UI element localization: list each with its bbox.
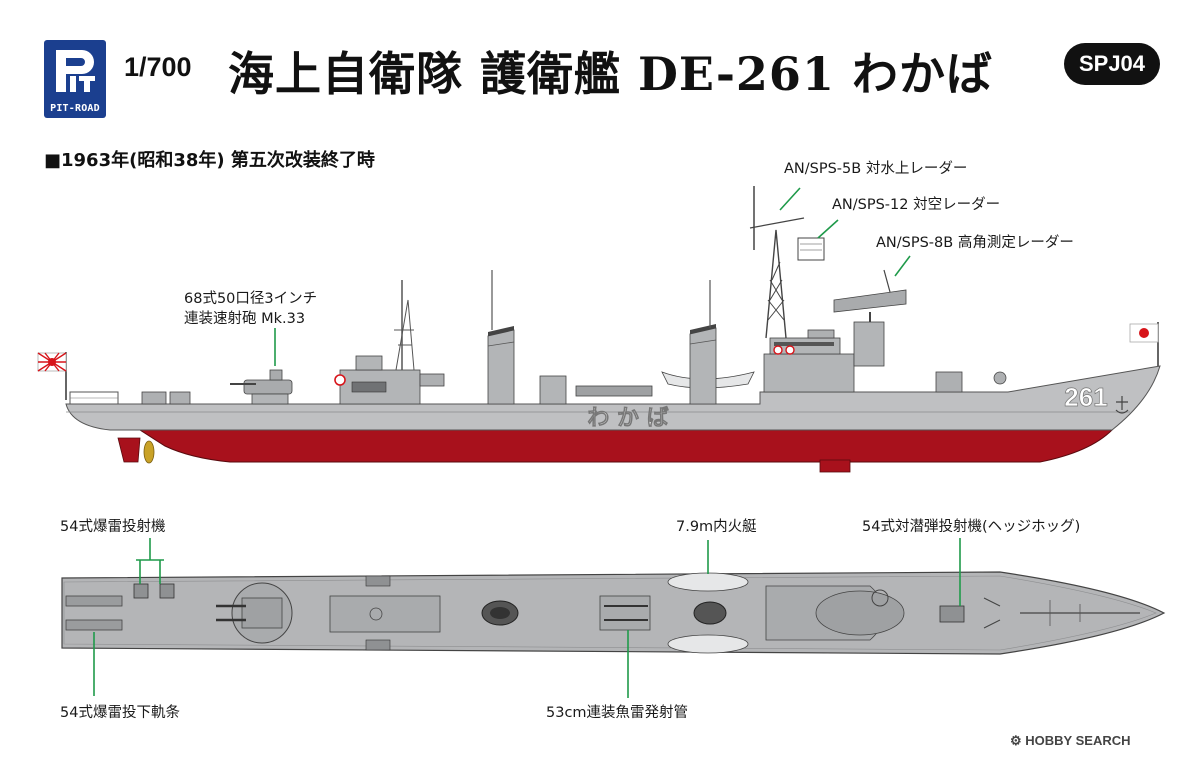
fwd-funnel xyxy=(689,280,717,405)
label-hedgehog: 54式対潜弾投射機(ヘッジホッグ) xyxy=(862,519,1081,535)
label-torpedo-tubes: 53cm連装魚雷発射管 xyxy=(546,705,689,721)
motor-boat-port xyxy=(667,572,749,592)
logo-text: PIT-ROAD xyxy=(50,103,100,114)
hobby-search-icon: ⚙ xyxy=(1010,733,1026,748)
hull-gray-part xyxy=(65,365,1161,431)
label-pointers xyxy=(93,187,961,698)
hedgehog-side xyxy=(935,371,963,393)
aft-funnel-top xyxy=(481,600,519,626)
anchor-icon xyxy=(1115,396,1129,414)
motor-boat-starboard xyxy=(667,634,749,654)
sps12-pointer xyxy=(817,219,839,239)
rudder xyxy=(117,437,141,463)
depth-charge-rails xyxy=(65,595,123,631)
configuration-subtitle: ■1963年(昭和38年) 第五次改装終了時 xyxy=(44,150,375,171)
fwd-lattice-mast xyxy=(749,186,825,339)
hobby-search-watermark: ⚙ HOBBY SEARCH xyxy=(1010,733,1131,748)
hull-red-part xyxy=(138,429,1114,463)
sps8b-pointer xyxy=(894,255,911,277)
sonar-dome xyxy=(819,459,851,473)
pit-road-logo-icon xyxy=(56,50,95,92)
ship-name-marking: わ か ば xyxy=(587,406,668,431)
sps-12-antenna xyxy=(797,237,825,261)
bow-jack xyxy=(1129,322,1159,368)
sps5b-pointer xyxy=(779,187,801,211)
label-gun-line2: 連装速射砲 Mk.33 xyxy=(184,311,306,327)
side-view xyxy=(37,186,1161,473)
page-title: 海上自衛隊 護衛艦 DE-261 わかば xyxy=(228,47,993,101)
bridge xyxy=(763,329,855,393)
label-depth-charge-rail: 54式爆雷投下軌条 xyxy=(60,705,180,721)
aft-3-inch-gun xyxy=(230,369,293,405)
hull-number: 261 xyxy=(1064,382,1107,412)
hedgehog-top xyxy=(939,605,965,623)
propeller xyxy=(143,440,155,464)
fwd-funnel-top xyxy=(693,601,727,625)
label-depth-charge-thrower: 54式爆雷投射機 xyxy=(60,519,166,535)
top-view xyxy=(61,571,1166,655)
label-sps-5b: AN/SPS-5B 対水上レーダー xyxy=(784,161,968,177)
bridge-top xyxy=(765,585,905,641)
label-motor-boat: 7.9m内火艇 xyxy=(676,519,757,535)
torpedo-tubes-top xyxy=(599,595,651,631)
aft-funnel xyxy=(487,270,515,405)
pit-road-logo: PIT-ROAD xyxy=(44,40,106,118)
label-gun-line1: 68式50口径3インチ xyxy=(184,291,318,307)
depth-charge-thrower-left xyxy=(133,583,149,599)
aft-gun-top xyxy=(216,582,293,644)
torpedo-tubes-side xyxy=(575,385,653,397)
thrower-pointer xyxy=(136,538,164,584)
depth-charge-thrower-right xyxy=(159,583,175,599)
sps-8b-radar xyxy=(833,269,907,367)
scale-label: 1/700 xyxy=(124,52,192,82)
label-sps-8b: AN/SPS-8B 高角測定レーダー xyxy=(876,235,1074,251)
stern-ensign xyxy=(37,352,67,400)
aft-mast xyxy=(394,280,415,371)
product-code-badge: SPJ04 xyxy=(1064,43,1160,85)
label-sps-12: AN/SPS-12 対空レーダー xyxy=(832,197,1001,213)
